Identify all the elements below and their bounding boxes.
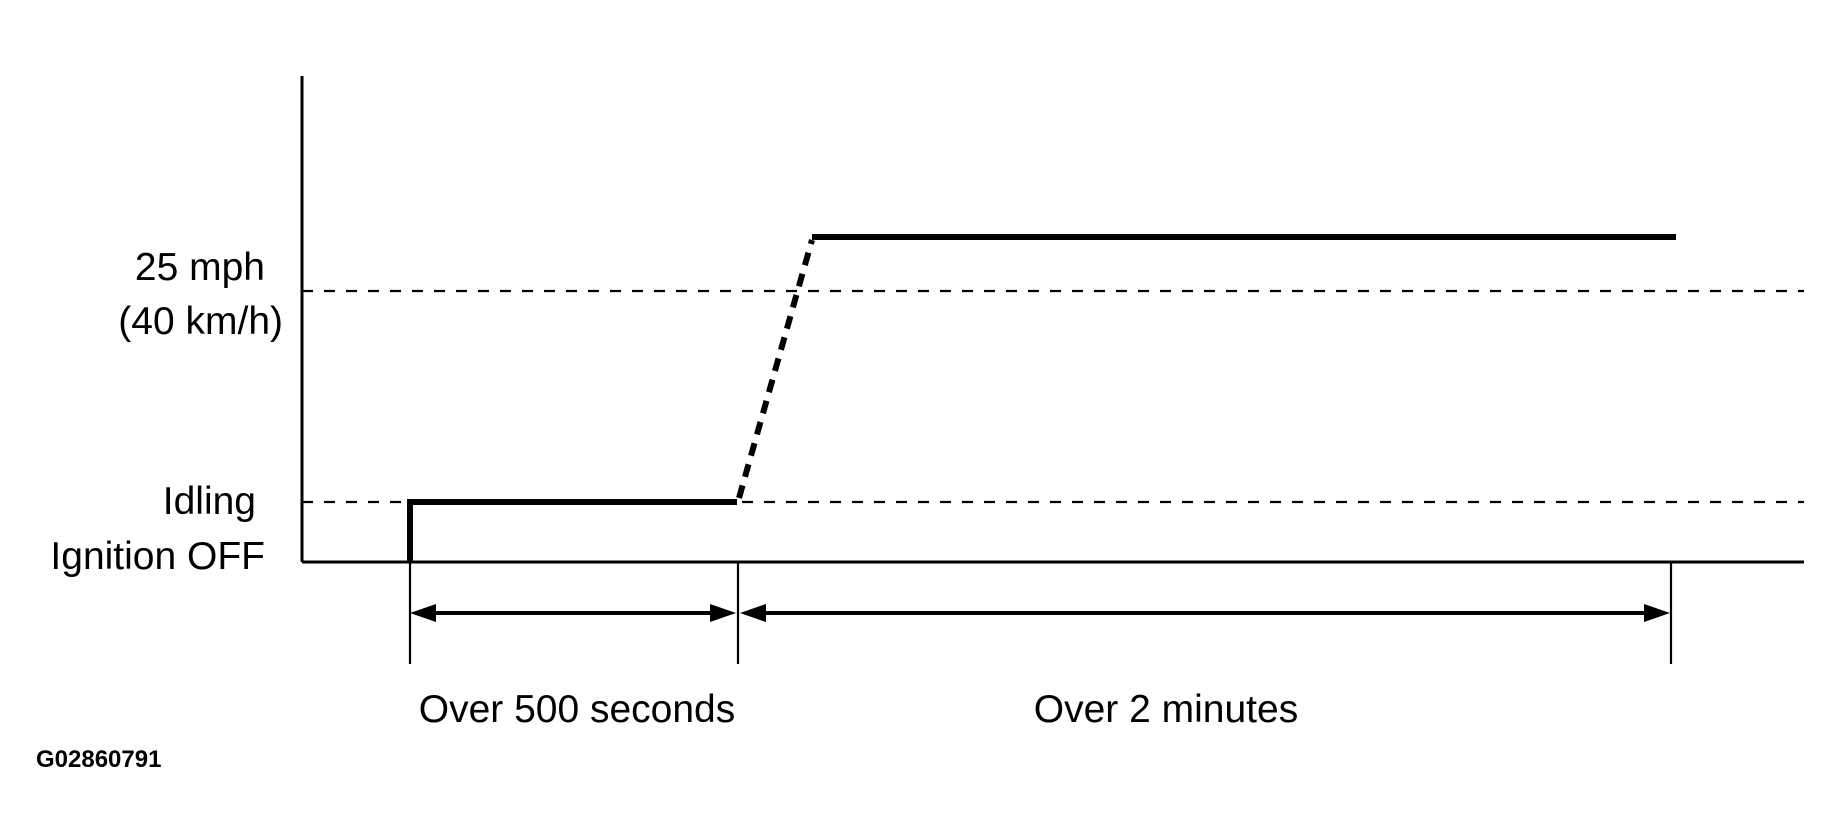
idling-label: Idling [163,480,256,523]
period-1-arrow [410,604,736,622]
period-1-label: Over 500 seconds [419,688,736,731]
period-2-arrow [740,604,1670,622]
speed-25-label-line2: (40 km/h) [118,300,283,343]
acceleration-segment [736,239,815,499]
figure-code: G02860791 [36,746,161,773]
ignition-off-label: Ignition OFF [50,535,265,578]
idling-segment [407,499,737,562]
period-2-label: Over 2 minutes [1034,688,1298,731]
speed-25-label-line1: 25 mph [135,246,265,289]
